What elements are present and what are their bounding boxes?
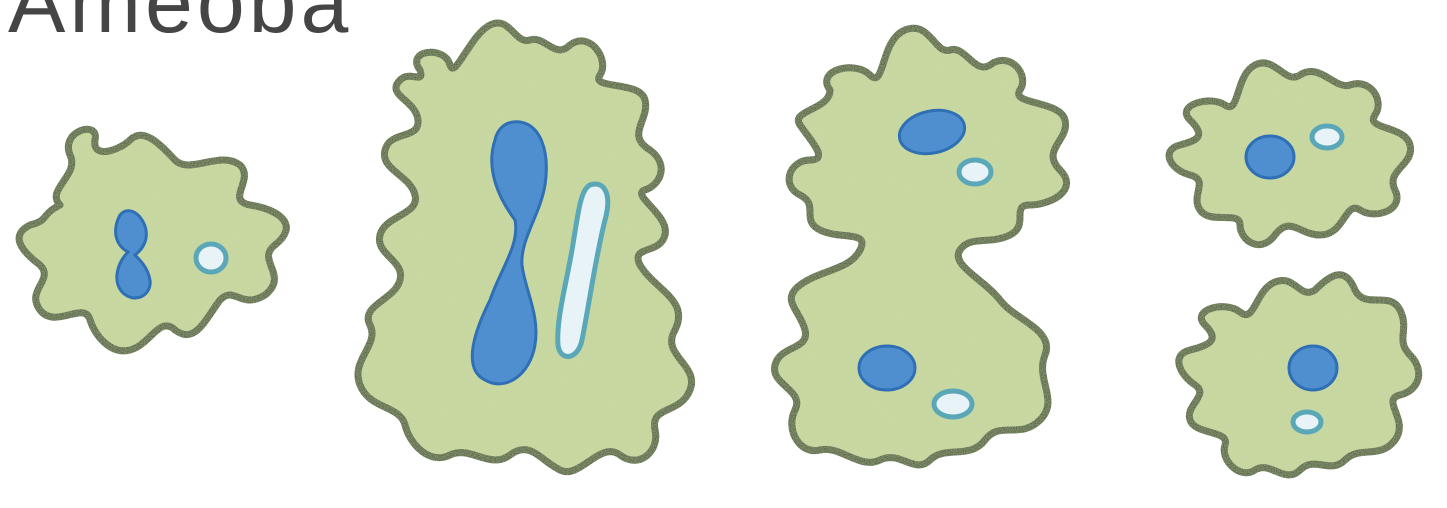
stage-1-vacuole (196, 244, 226, 272)
stage-2-amoeba (358, 23, 692, 472)
stage-4-bottom-vacuole (1293, 412, 1321, 432)
stage-4-top-vacuole (1312, 126, 1342, 148)
stage-4-daughter-amoeba-top (1169, 63, 1410, 245)
stage-3-cell-body (775, 28, 1067, 465)
stage-3-top-vacuole (959, 160, 991, 184)
stage-1-cell-body (19, 129, 286, 350)
stage-4-bottom-nucleus (1289, 346, 1337, 390)
stage-3-bottom-nucleus (859, 346, 915, 390)
stage-3-amoeba (775, 28, 1067, 465)
stage-4-top-nucleus (1246, 136, 1294, 178)
stage-3-bottom-vacuole (934, 391, 972, 417)
stage-4-daughter-amoeba-bottom (1179, 275, 1419, 475)
stage-1-amoeba (19, 129, 286, 350)
